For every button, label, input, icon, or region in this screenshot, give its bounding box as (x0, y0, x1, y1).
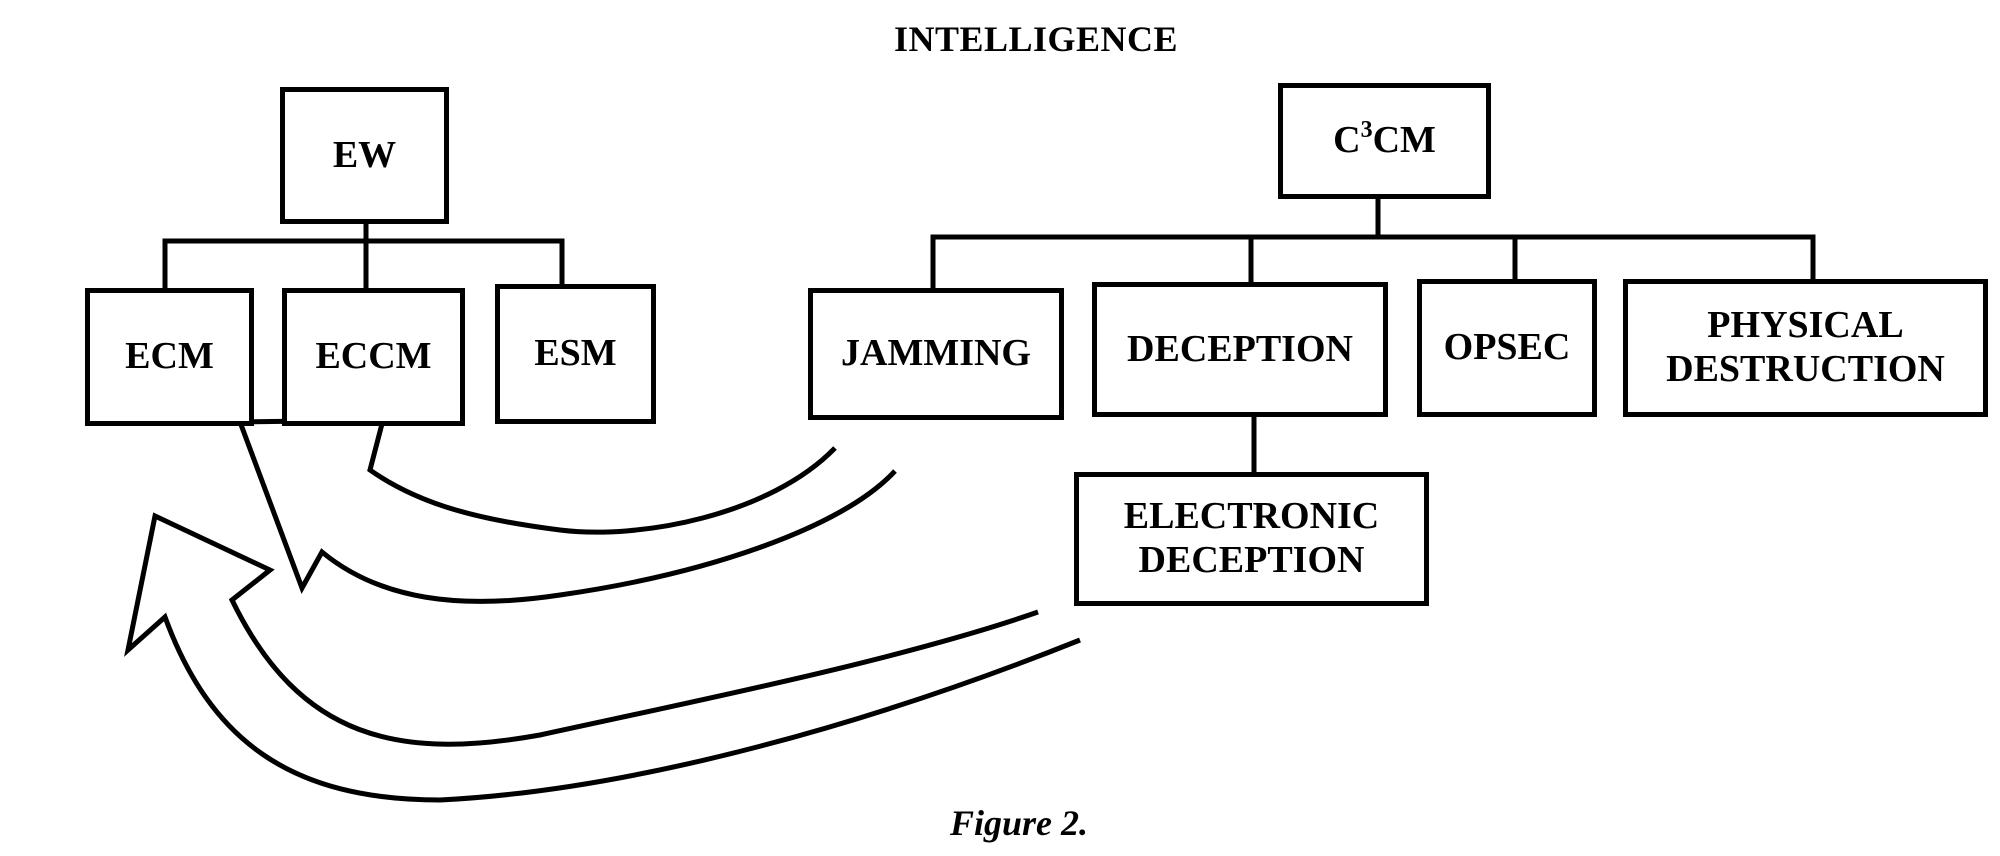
deception-box: DECEPTION (1092, 282, 1388, 417)
opsec-box: OPSEC (1417, 279, 1597, 417)
esm-label: ESM (534, 332, 617, 375)
eccm-label: ECCM (315, 335, 432, 378)
c3cm-prefix: C (1333, 119, 1361, 162)
physical-line2: DESTRUCTION (1666, 348, 1945, 390)
physical-line1: PHYSICAL (1707, 304, 1904, 347)
electronic-line1: ELECTRONIC (1123, 495, 1380, 538)
esm-box: ESM (495, 284, 656, 424)
deception-label: DECEPTION (1127, 327, 1353, 370)
ecm-box: ECM (85, 288, 254, 426)
c3cm-box: C3CM (1278, 83, 1491, 199)
c3cm-label: C3CM (1333, 117, 1436, 163)
arrow-jamming-to-ew (236, 417, 897, 604)
electronic-line2: DECEPTION (1138, 539, 1365, 581)
jamming-box: JAMMING (808, 288, 1064, 420)
eccm-box: ECCM (282, 288, 465, 426)
c3cm-superscript: 3 (1360, 117, 1373, 144)
ew-box: EW (280, 87, 449, 224)
diagram-title: INTELLIGENCE (893, 19, 1179, 59)
c3cm-suffix: CM (1372, 119, 1436, 162)
arrow-electronic-deception-to-ew (124, 512, 1081, 803)
opsec-label: OPSEC (1443, 326, 1571, 369)
ew-label: EW (332, 133, 397, 176)
jamming-label: JAMMING (841, 332, 1031, 375)
figure-caption: Figure 2. (949, 803, 1089, 843)
ecm-label: ECM (125, 335, 214, 378)
